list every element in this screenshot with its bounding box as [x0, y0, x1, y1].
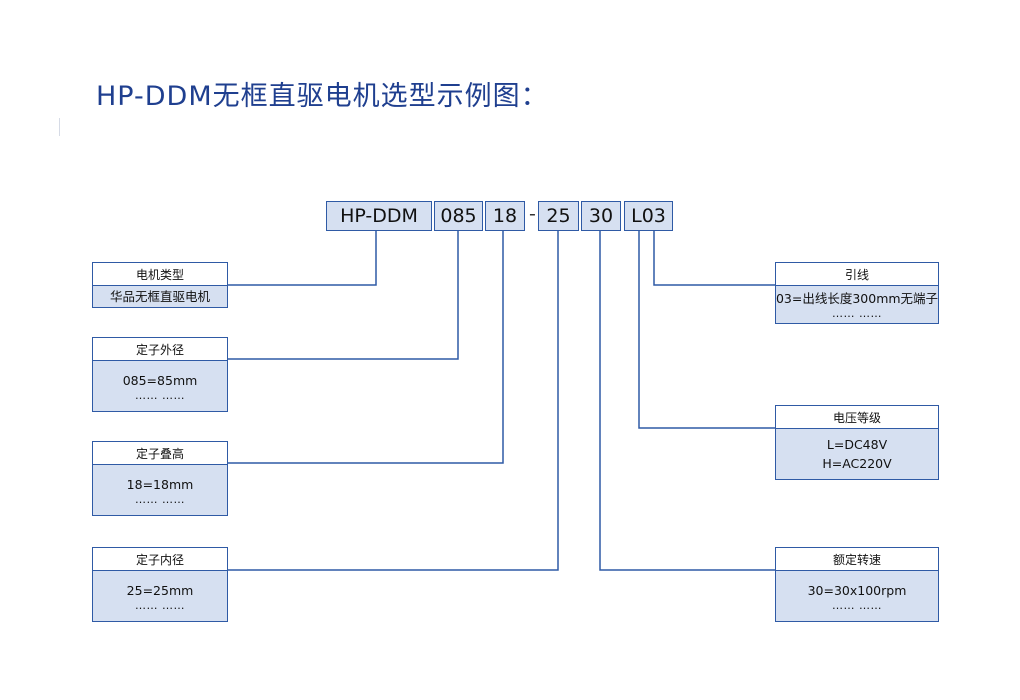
card-header: 定子外径 [93, 338, 227, 361]
card-body: 30=30x100rpm …… …… [776, 571, 938, 621]
card-header: 电压等级 [776, 406, 938, 429]
card-line: 25=25mm [126, 582, 194, 598]
card-motor-type: 电机类型 华品无框直驱电机 [92, 262, 228, 308]
card-line: 18=18mm [126, 476, 194, 492]
card-body: L=DC48V H=AC220V [776, 429, 938, 479]
card-stator-id: 定子内径 25=25mm …… …… [92, 547, 228, 622]
code-segment-speed: 30 [581, 201, 621, 231]
code-segment-series: HP-DDM [326, 201, 432, 231]
page-title: HP-DDM无框直驱电机选型示例图： [96, 81, 549, 112]
edge-mark [59, 118, 60, 136]
code-segment-stator-od: 085 [434, 201, 483, 231]
connector-stator-id [227, 231, 559, 571]
card-header: 定子叠高 [93, 442, 227, 465]
card-line: 03=出线长度300mm无端子 [775, 291, 939, 306]
card-stator-stack: 定子叠高 18=18mm …… …… [92, 441, 228, 516]
connector-voltage [638, 231, 775, 429]
connector-motor-type [227, 231, 377, 286]
card-body: 华品无框直驱电机 [93, 286, 227, 307]
card-ellipsis: …… …… [135, 598, 185, 612]
card-stator-od: 定子外径 085=85mm …… …… [92, 337, 228, 412]
card-ellipsis: …… …… [135, 388, 185, 402]
card-line: 华品无框直驱电机 [109, 289, 210, 304]
card-ellipsis: …… …… [135, 492, 185, 506]
card-body: 25=25mm …… …… [93, 571, 227, 621]
code-separator: - [529, 203, 536, 225]
code-segment-stator-stack: 18 [485, 201, 525, 231]
card-header: 定子内径 [93, 548, 227, 571]
card-voltage: 电压等级 L=DC48V H=AC220V [775, 405, 939, 480]
card-lead: 引线 03=出线长度300mm无端子 …… …… [775, 262, 939, 324]
card-ellipsis: …… …… [832, 598, 882, 612]
card-body: 18=18mm …… …… [93, 465, 227, 515]
connector-speed [599, 231, 775, 571]
card-line: 085=85mm [122, 372, 198, 388]
card-speed: 额定转速 30=30x100rpm …… …… [775, 547, 939, 622]
card-line: L=DC48V [826, 437, 888, 452]
card-header: 引线 [776, 263, 938, 286]
connector-stator-od [227, 231, 459, 360]
card-body: 085=85mm …… …… [93, 361, 227, 411]
code-segment-lead: L03 [624, 201, 673, 231]
card-ellipsis: …… …… [832, 307, 882, 320]
card-line: 30=30x100rpm [807, 582, 907, 598]
card-line: H=AC220V [822, 456, 892, 471]
connector-stator-stack [227, 231, 504, 464]
card-header: 电机类型 [93, 263, 227, 286]
card-header: 额定转速 [776, 548, 938, 571]
card-body: 03=出线长度300mm无端子 …… …… [776, 286, 938, 323]
connector-lead [653, 231, 775, 286]
code-segment-stator-id: 25 [538, 201, 579, 231]
